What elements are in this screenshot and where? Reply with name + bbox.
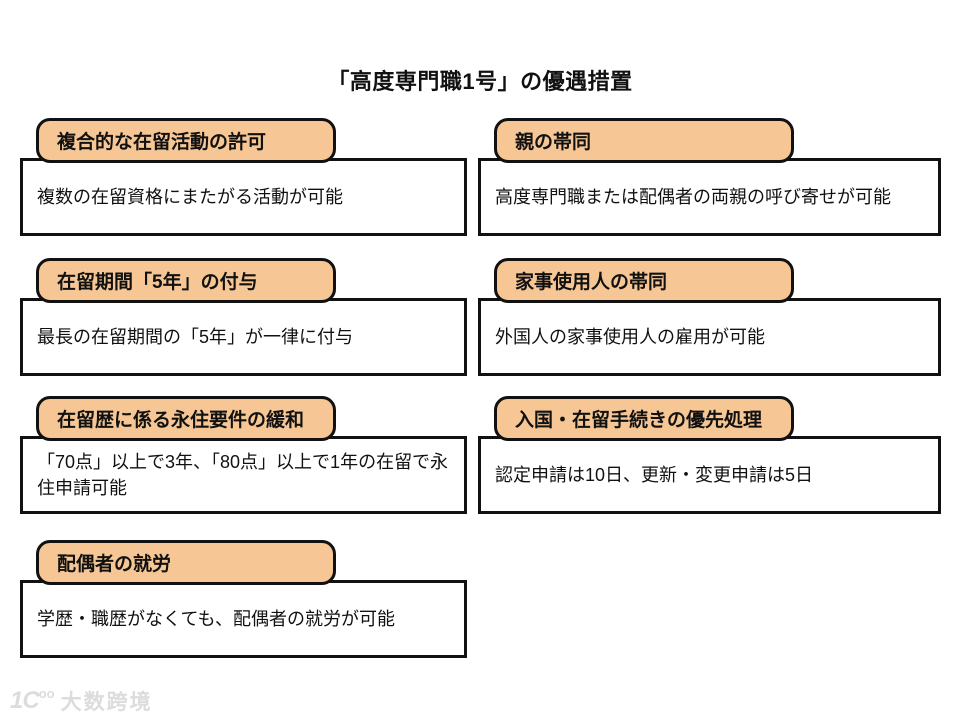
card-body: 外国人の家事使用人の雇用が可能 (478, 298, 941, 376)
card-title: 在留歴に係る永住要件の緩和 (57, 410, 305, 431)
card-header-tab: 在留期間「5年」の付与 (36, 258, 336, 303)
card-composite-activities: 複合的な在留活動の許可 複数の在留資格にまたがる活動が可能 (20, 118, 467, 236)
card-priority-processing: 入国・在留手続きの優先処理 認定申請は10日、更新・変更申請は5日 (478, 396, 941, 514)
card-title: 在留期間「5年」の付与 (57, 272, 258, 293)
card-description: 複数の在留資格にまたがる活動が可能 (37, 186, 343, 207)
card-parents-accompany: 親の帯同 高度専門職または配偶者の両親の呼び寄せが可能 (478, 118, 941, 236)
card-description: 最長の在留期間の「5年」が一律に付与 (37, 326, 354, 347)
card-body: 学歴・職歴がなくても、配偶者の就労が可能 (20, 580, 467, 658)
card-body: 高度専門職または配偶者の両親の呼び寄せが可能 (478, 158, 941, 236)
card-body: 「70点」以上で3年、「80点」以上で1年の在留で永住申請可能 (20, 436, 467, 514)
card-description: 外国人の家事使用人の雇用が可能 (495, 326, 765, 347)
watermark-brand-text: 大数跨境 (60, 691, 153, 714)
card-title: 家事使用人の帯同 (515, 272, 668, 293)
card-header-tab: 家事使用人の帯同 (494, 258, 794, 303)
card-title: 配偶者の就労 (57, 554, 172, 575)
page-title: 「高度専門職1号」の優遇措置 (327, 69, 633, 94)
card-header-tab: 入国・在留手続きの優先処理 (494, 396, 794, 441)
card-spouse-work: 配偶者の就労 学歴・職歴がなくても、配偶者の就労が可能 (20, 540, 467, 658)
card-body: 認定申請は10日、更新・変更申請は5日 (478, 436, 941, 514)
card-title: 複合的な在留活動の許可 (57, 132, 267, 153)
card-period-of-stay: 在留期間「5年」の付与 最長の在留期間の「5年」が一律に付与 (20, 258, 467, 376)
card-title: 入国・在留手続きの優先処理 (515, 410, 763, 431)
card-description: 「70点」以上で3年、「80点」以上で1年の在留で永住申請可能 (37, 451, 449, 498)
card-body: 複数の在留資格にまたがる活動が可能 (20, 158, 467, 236)
card-description: 学歴・職歴がなくても、配偶者の就労が可能 (37, 608, 396, 629)
card-header-tab: 複合的な在留活動の許可 (36, 118, 336, 163)
card-header-tab: 親の帯同 (494, 118, 794, 163)
card-header-tab: 配偶者の就労 (36, 540, 336, 585)
card-title: 親の帯同 (515, 132, 592, 153)
card-description: 認定申請は10日、更新・変更申請は5日 (495, 464, 814, 485)
card-header-tab: 在留歴に係る永住要件の緩和 (36, 396, 336, 441)
card-description: 高度専門職または配偶者の両親の呼び寄せが可能 (495, 186, 891, 207)
card-permanent-residency: 在留歴に係る永住要件の緩和 「70点」以上で3年、「80点」以上で1年の在留で永… (20, 396, 467, 514)
card-domestic-worker: 家事使用人の帯同 外国人の家事使用人の雇用が可能 (478, 258, 941, 376)
card-body: 最長の在留期間の「5年」が一律に付与 (20, 298, 467, 376)
